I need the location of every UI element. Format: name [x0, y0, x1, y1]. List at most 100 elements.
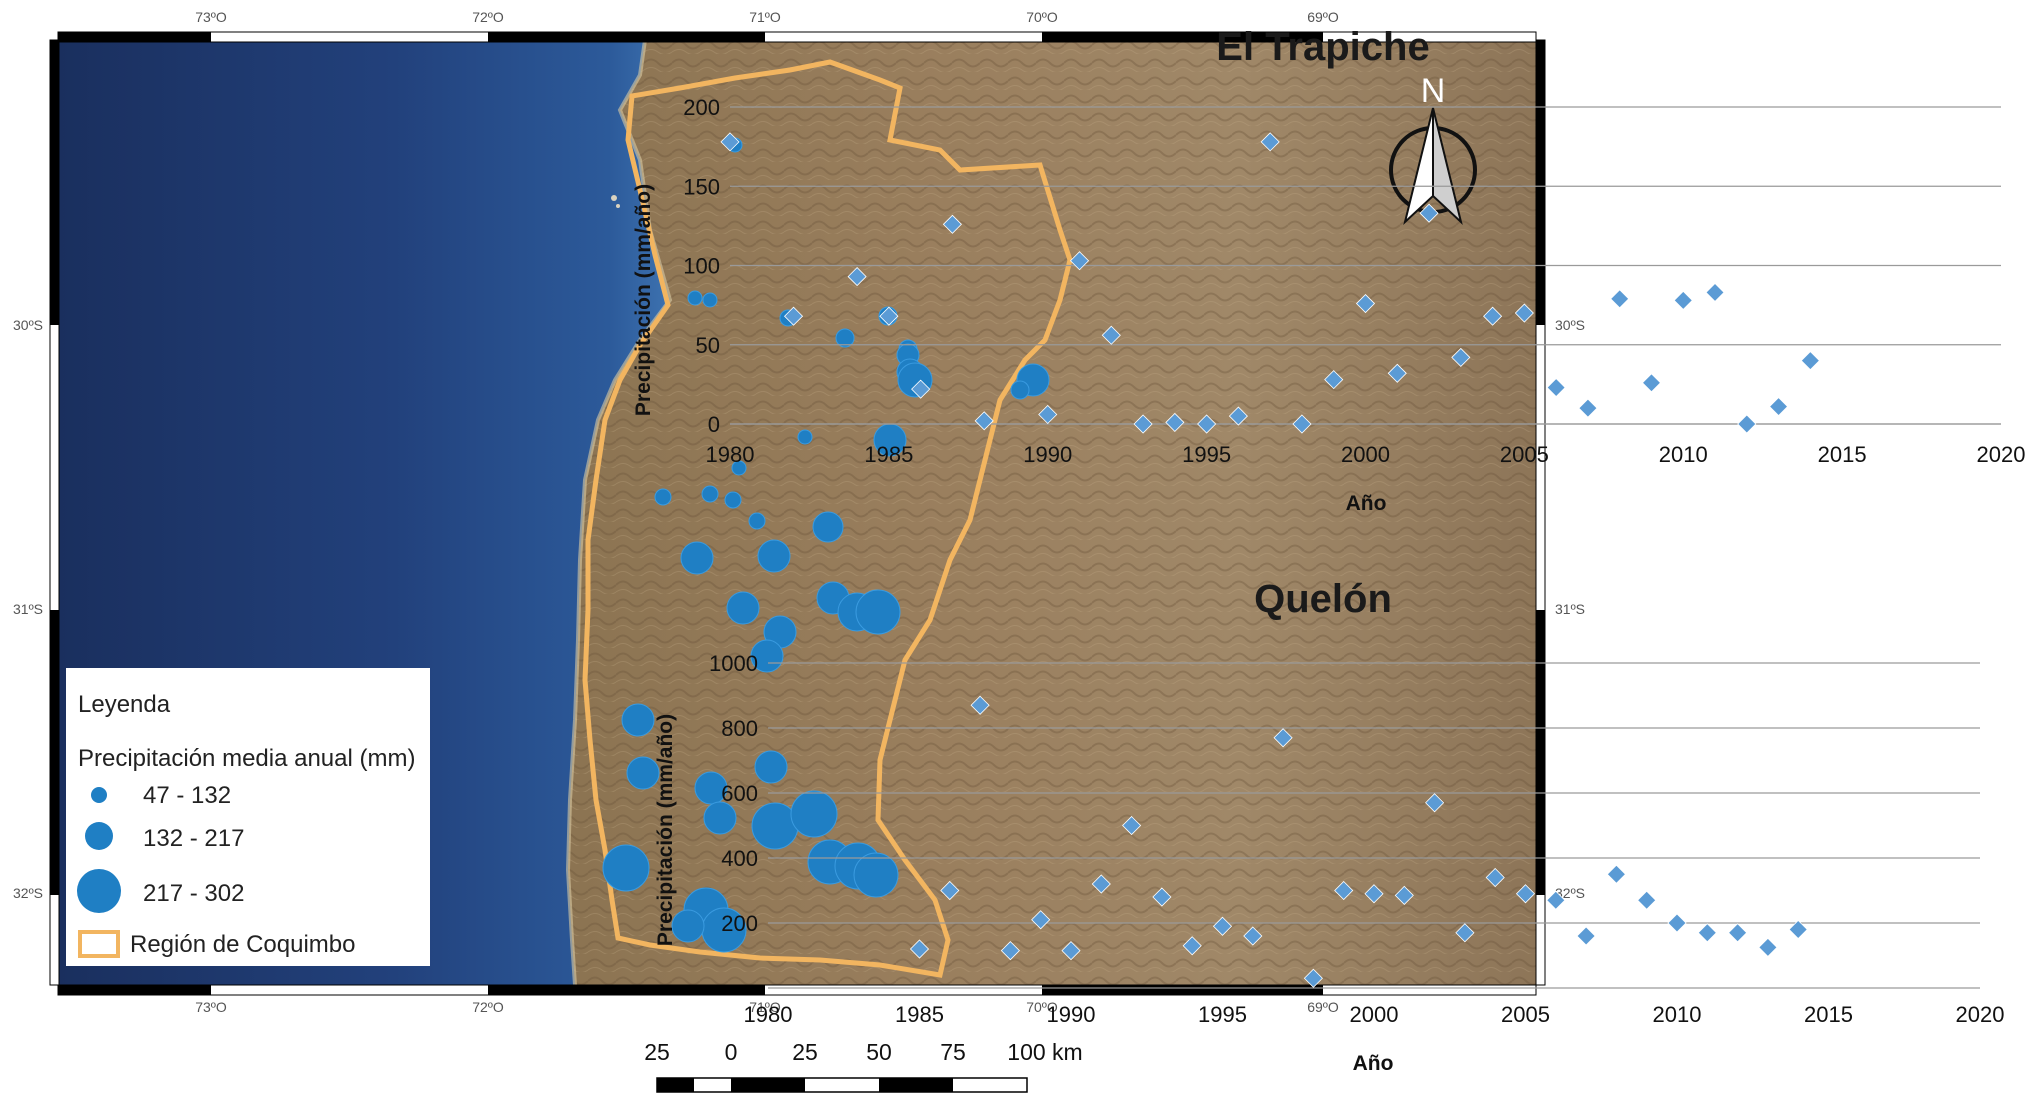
scale-label: 25	[792, 1039, 818, 1065]
data-point	[1737, 414, 1757, 434]
chart-title: Quelón	[1254, 577, 1392, 621]
legend-region-swatch-icon	[78, 930, 120, 958]
x-tick-label: 1980	[744, 1002, 793, 1027]
station-bubble	[621, 703, 655, 737]
data-point	[1788, 919, 1808, 940]
lat-label: 30ºS	[1555, 317, 1585, 333]
legend-small-bubble-icon	[91, 787, 107, 803]
y-tick-label: 600	[721, 781, 758, 806]
data-point	[1514, 303, 1534, 323]
longitude-labels-top: 73ºO 72ºO 71ºO 70ºO 69ºO	[195, 9, 1339, 25]
data-point	[1069, 251, 1090, 271]
y-tick-label: 200	[721, 911, 758, 936]
data-point	[1451, 347, 1471, 367]
lon-label: 71ºO	[749, 9, 781, 25]
data-point	[1546, 377, 1566, 398]
data-point	[942, 214, 962, 234]
north-label: N	[1421, 72, 1446, 110]
station-bubble	[687, 290, 703, 306]
legend-subtitle: Precipitación media anual (mm)	[78, 745, 415, 772]
data-point	[1576, 926, 1596, 946]
map-border-bars	[49, 31, 1546, 996]
station-bubble	[853, 852, 899, 898]
lat-label: 31ºS	[13, 601, 43, 617]
data-point	[1182, 936, 1202, 956]
data-point	[1260, 132, 1280, 152]
data-point	[847, 267, 867, 287]
lat-label: 30ºS	[13, 317, 43, 333]
data-point	[1061, 941, 1081, 961]
lon-label: 73ºO	[195, 9, 227, 25]
legend-box	[66, 668, 430, 966]
lon-label: 73ºO	[195, 999, 227, 1015]
data-point	[1228, 406, 1248, 426]
x-axis-label: Año	[1346, 492, 1387, 515]
data-point	[1394, 885, 1414, 905]
y-tick-label: 0	[708, 412, 720, 437]
data-point	[940, 880, 960, 901]
data-point	[970, 695, 990, 715]
data-point	[1769, 396, 1789, 417]
data-point	[720, 132, 740, 152]
station-bubble	[724, 491, 742, 509]
data-point	[1705, 282, 1725, 303]
data-point	[911, 379, 931, 399]
lon-label: 71ºO	[749, 999, 781, 1015]
scale-label: 50	[866, 1039, 892, 1065]
x-tick-label: 2015	[1804, 1002, 1853, 1027]
x-tick-label: 1990	[1023, 442, 1072, 467]
x-tick-label: 2015	[1818, 442, 1867, 467]
x-tick-label: 1980	[706, 442, 755, 467]
satellite-map: 73ºO 72ºO 71ºO 70ºO 69ºO 73ºO 72ºO 71ºO …	[13, 9, 1585, 1015]
scale-label: 25	[644, 1039, 670, 1065]
region-boundary	[582, 59, 1073, 978]
chart-title: El Trapiche	[1216, 25, 1429, 69]
data-point	[1334, 880, 1354, 901]
data-point	[1152, 887, 1172, 907]
legend-region-label: Región de Coquimbo	[130, 931, 355, 958]
data-point	[1667, 913, 1687, 933]
data-point	[1387, 363, 1407, 383]
data-point	[974, 411, 994, 431]
latitude-labels: 30ºS 30ºS 31ºS 31ºS 32ºS 32ºS	[13, 317, 1585, 901]
station-bubble	[680, 541, 714, 575]
lon-label: 69ºO	[1307, 999, 1339, 1015]
station-bubble	[754, 750, 788, 784]
station-bubble	[757, 539, 791, 573]
data-point	[1091, 874, 1111, 894]
y-tick-label: 1000	[709, 651, 758, 676]
lon-label: 72ºO	[472, 999, 504, 1015]
data-point	[1455, 923, 1475, 943]
lat-label: 31ºS	[1555, 601, 1585, 617]
station-bubble	[626, 756, 660, 790]
x-tick-label: 1985	[864, 442, 913, 467]
data-point	[1425, 793, 1445, 813]
data-point	[1364, 884, 1384, 904]
data-point	[1483, 306, 1503, 326]
station-bubble	[671, 909, 705, 943]
data-point	[1273, 728, 1293, 748]
data-point	[1697, 923, 1717, 943]
station-bubble	[812, 511, 844, 543]
island	[611, 195, 617, 201]
data-point	[1243, 926, 1263, 946]
station-bubble	[726, 591, 760, 625]
data-point	[1303, 968, 1323, 988]
y-tick-label: 50	[696, 333, 720, 358]
x-tick-label: 1985	[895, 1002, 944, 1027]
x-tick-label: 2020	[1977, 442, 2026, 467]
data-point	[1546, 890, 1566, 910]
station-bubble	[1010, 380, 1030, 400]
station-bubble	[790, 790, 838, 838]
station-bubble	[750, 639, 784, 673]
legend-medium-bubble-icon	[85, 822, 113, 850]
x-tick-label: 2005	[1501, 1002, 1550, 1027]
lat-label: 32ºS	[13, 885, 43, 901]
station-bubble	[835, 328, 855, 348]
y-tick-label: 800	[721, 716, 758, 741]
legend-large-bubble-icon	[77, 869, 121, 913]
scale-label: 0	[725, 1039, 738, 1065]
